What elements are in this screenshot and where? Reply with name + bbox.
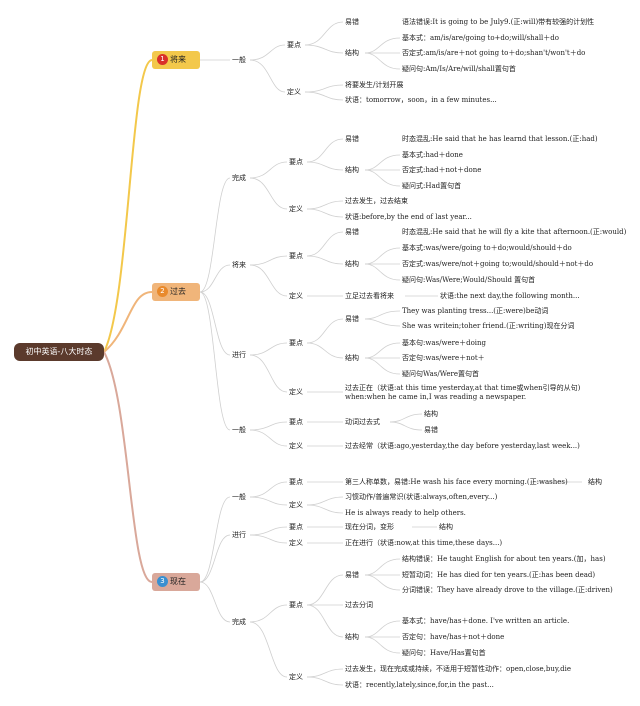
node-past-prog-structure[interactable]: 结构 — [345, 354, 359, 362]
node-past-perfect-q: 疑问式:Had置句首 — [402, 182, 462, 190]
node-present-progressive[interactable]: 进行 — [232, 531, 246, 539]
node-past-perfect[interactable]: 完成 — [232, 174, 246, 182]
node-future-basic: 基本式：am/is/are/going to+do;will/shall＋do — [402, 34, 559, 42]
node-present-perf-basic: 基本式：have/has＋done. I've written an artic… — [402, 617, 570, 625]
node-future-def2: 状语：tomorrow，soon，in a few minutes... — [345, 96, 497, 104]
node-present-gen-kp-text: 第三人称单数，易错:He wash his face every morning… — [345, 478, 568, 486]
node-future-def1: 将要发生/计划开展 — [345, 81, 404, 89]
node-past-future-structure[interactable]: 结构 — [345, 260, 359, 268]
node-past-future-basic: 基本式:was/were/going to＋do;would/should＋do — [402, 244, 572, 252]
node-present-general[interactable]: 一般 — [232, 493, 246, 501]
node-past-future[interactable]: 将来 — [232, 261, 246, 269]
node-present-perf-error3: 分词错误：They have already drove to the vill… — [402, 586, 613, 594]
node-present-perf-def2: 状语：recently,lately,since,for,in the past… — [345, 681, 494, 689]
node-past-prog-error2: She was writein;toher friend.(正:writing)… — [402, 322, 575, 330]
branch-future — [103, 59, 153, 353]
node-past-future-error[interactable]: 易错 — [345, 228, 359, 236]
node-past-perfect-def2: 状语:before,by the end of last year... — [345, 213, 472, 221]
node-past-future-keypoints[interactable]: 要点 — [289, 252, 303, 260]
node-past-perfect-keypoints[interactable]: 要点 — [289, 158, 303, 166]
branch-past — [103, 291, 153, 353]
node-present-gen-def1: 习惯动作/普遍常识(状语:always,often,every...) — [345, 493, 498, 501]
node-future-structure[interactable]: 结构 — [345, 49, 359, 57]
node-past-future-definition[interactable]: 定义 — [289, 292, 303, 300]
node-past-gen-error[interactable]: 易错 — [424, 426, 438, 434]
node-present-perf-error2: 短暂动词：He has died for ten years.(正:has be… — [402, 571, 596, 579]
node-past-gen-definition[interactable]: 定义 — [289, 442, 303, 450]
node-present-gen-definition[interactable]: 定义 — [289, 501, 303, 509]
node-past-perfect-basic: 基本式:had＋done — [402, 151, 463, 159]
node-present-gen-def2: He is always ready to help others. — [345, 509, 466, 517]
node-past-gen-keypoints[interactable]: 要点 — [289, 418, 303, 426]
node-past-perfect-def1: 过去发生，过去结束 — [345, 197, 408, 205]
number-badge: 1 — [157, 54, 168, 65]
node-future-definition[interactable]: 定义 — [287, 88, 301, 96]
branch-label: 现在 — [170, 577, 186, 586]
node-past-future-def1: 立足过去看将来 — [345, 292, 394, 300]
node-past-perfect-error-text: 时态混乱:He said that he has learnd that les… — [402, 135, 598, 143]
branch-present — [103, 351, 153, 583]
node-future-keypoints[interactable]: 要点 — [287, 41, 301, 49]
node-present-perf-q: 疑问句：Have/Has置句首 — [402, 649, 486, 657]
node-past-prog-error1: They was planting tress...(正:were)be动词 — [402, 307, 549, 315]
number-badge: 2 — [157, 286, 168, 297]
node-past-future-def2: 状语:the next day,the following month... — [440, 292, 580, 300]
node-past-future-q: 疑问句:Was/Were;Would/Should 置句首 — [402, 276, 536, 284]
node-past-future-neg: 否定式:was/were/not＋going to;would/should＋n… — [402, 260, 594, 268]
node-present-perf-participle[interactable]: 过去分词 — [345, 601, 373, 609]
node-present-perfect[interactable]: 完成 — [232, 618, 246, 626]
node-past-general[interactable]: 一般 — [232, 426, 246, 434]
node-past-prog-def1: 过去正在（状语:at this time yesterday,at that t… — [345, 384, 581, 401]
node-present-prog-definition[interactable]: 定义 — [289, 539, 303, 547]
node-present-perf-def1: 过去发生，现在完成或持续，不适用于短暂性动作：open,close,buy,di… — [345, 665, 572, 673]
node-past-progressive[interactable]: 进行 — [232, 351, 246, 359]
branch-label: 将来 — [170, 55, 186, 64]
node-past-prog-neg: 否定句:was/were＋not＋ — [402, 354, 485, 362]
node-present-prog-kp-text: 现在分词，变形 — [345, 523, 394, 531]
node-past-gen-structure[interactable]: 结构 — [424, 410, 438, 418]
node-past-perfect-structure[interactable]: 结构 — [345, 166, 359, 174]
root-node[interactable]: 初中英语-八大时态 — [14, 343, 104, 361]
node-past-gen-def1: 过去经常（状语:ago,yesterday,the day before yes… — [345, 442, 580, 450]
node-present-perf-error1: 结构错误：He taught English for about ten yea… — [402, 555, 606, 563]
node-past-perfect-error[interactable]: 易错 — [345, 135, 359, 143]
node-present-perf-neg: 否定句：have/has＋not＋done — [402, 633, 505, 641]
branch-label: 过去 — [170, 287, 186, 296]
node-future-question: 疑问句:Am/Is/Are/will/shall置句首 — [402, 65, 516, 73]
node-present-perf-keypoints[interactable]: 要点 — [289, 601, 303, 609]
node-present-prog-keypoints[interactable]: 要点 — [289, 523, 303, 531]
node-past-prog-keypoints[interactable]: 要点 — [289, 339, 303, 347]
node-past-prog-q: 疑问句Was/Were置句首 — [402, 370, 479, 378]
node-past-prog-error[interactable]: 易错 — [345, 315, 359, 323]
node-present-prog-def1: 正在进行（状语:now,at this time,these days...) — [345, 539, 503, 547]
number-badge: 3 — [157, 576, 168, 587]
node-future-negative: 否定式:am/is/are＋not going to＋do;shan't/won… — [402, 49, 586, 57]
node-present-perf-structure[interactable]: 结构 — [345, 633, 359, 641]
node-present-gen-structure[interactable]: 结构 — [588, 478, 602, 486]
node-future-error-text: 语法错误:It is going to be July9.(正:will)带有较… — [402, 18, 595, 26]
node-past-prog-basic: 基本句:was/were＋doing — [402, 339, 487, 347]
node-past-prog-definition[interactable]: 定义 — [289, 388, 303, 396]
node-past-perfect-definition[interactable]: 定义 — [289, 205, 303, 213]
node-present-perf-error[interactable]: 易错 — [345, 571, 359, 579]
node-present-gen-keypoints[interactable]: 要点 — [289, 478, 303, 486]
node-future-error[interactable]: 易错 — [345, 18, 359, 26]
node-present-perf-definition[interactable]: 定义 — [289, 673, 303, 681]
node-past-future-error-text: 时态混乱:He said that he will fly a kite tha… — [402, 228, 627, 236]
node-future-general[interactable]: 一般 — [232, 56, 246, 64]
node-past-perfect-neg: 否定式:had＋not＋done — [402, 166, 482, 174]
node-past-gen-kp-text[interactable]: 动词过去式 — [345, 418, 380, 426]
node-present-prog-structure[interactable]: 结构 — [439, 523, 453, 531]
